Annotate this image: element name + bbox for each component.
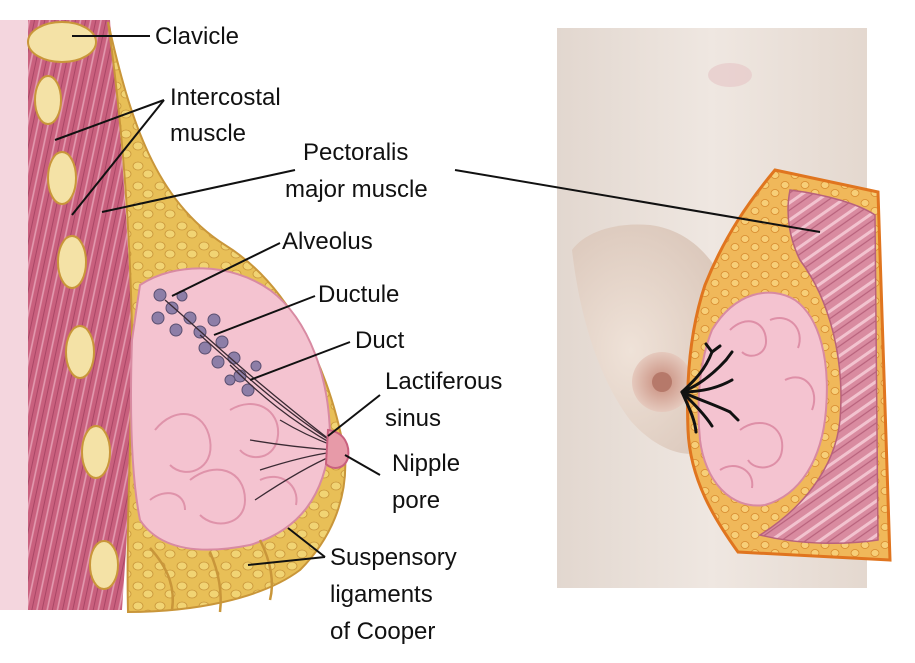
label-ductule: Ductule: [318, 281, 399, 308]
label-suspensory-line1: Suspensory: [330, 544, 457, 571]
suspensory-ligament-bands: [149, 539, 274, 613]
leader-suspensory-a: [287, 527, 326, 558]
labels: Clavicle Intercostal muscle Pectoralis m…: [155, 23, 502, 645]
ribs: [27, 21, 119, 590]
leader-nipple: [344, 454, 381, 476]
label-suspensory-line2: ligaments: [330, 581, 433, 608]
torso-photo-panel: [557, 28, 892, 588]
alveoli-cluster: [151, 288, 262, 397]
cutaway-pectoralis: [758, 189, 879, 544]
label-lactiferous-line1: Lactiferous: [385, 368, 502, 395]
leader-pectoralis-right: [454, 169, 821, 233]
label-pectoralis-line2: major muscle: [285, 176, 428, 203]
lobule-texture: [149, 403, 298, 525]
chest-wall-edge: [0, 20, 30, 610]
label-clavicle: Clavicle: [155, 23, 239, 50]
photo-nipple: [652, 372, 672, 392]
leader-suspensory-b: [247, 556, 326, 566]
clavicle-bone: [27, 21, 97, 63]
leader-lactiferous: [327, 394, 381, 437]
nipple: [324, 428, 350, 469]
cutaway-lobules: [719, 317, 816, 489]
leader-lines: [54, 35, 821, 566]
skin-mark: [708, 63, 752, 87]
cutaway-ducts: [680, 342, 740, 434]
leader-duct: [249, 341, 351, 381]
label-nipple-line2: pore: [392, 487, 440, 514]
leader-intercostal-a: [54, 99, 165, 141]
label-alveolus: Alveolus: [282, 228, 373, 255]
label-suspensory-line3: of Cooper: [330, 618, 435, 645]
label-pectoralis-line1: Pectoralis: [303, 139, 408, 166]
leader-ductule: [213, 295, 316, 336]
leader-alveolus: [171, 242, 281, 297]
label-nipple-line1: Nipple: [392, 450, 460, 477]
sagittal-section: [0, 20, 350, 614]
cutaway-gland: [697, 291, 828, 507]
label-intercostal-line2: muscle: [170, 120, 246, 147]
leader-intercostal-b: [71, 99, 165, 216]
leader-pectoralis-left: [101, 169, 296, 213]
label-lactiferous-line2: sinus: [385, 405, 441, 432]
label-intercostal-line1: Intercostal: [170, 84, 281, 111]
label-duct: Duct: [355, 327, 405, 354]
